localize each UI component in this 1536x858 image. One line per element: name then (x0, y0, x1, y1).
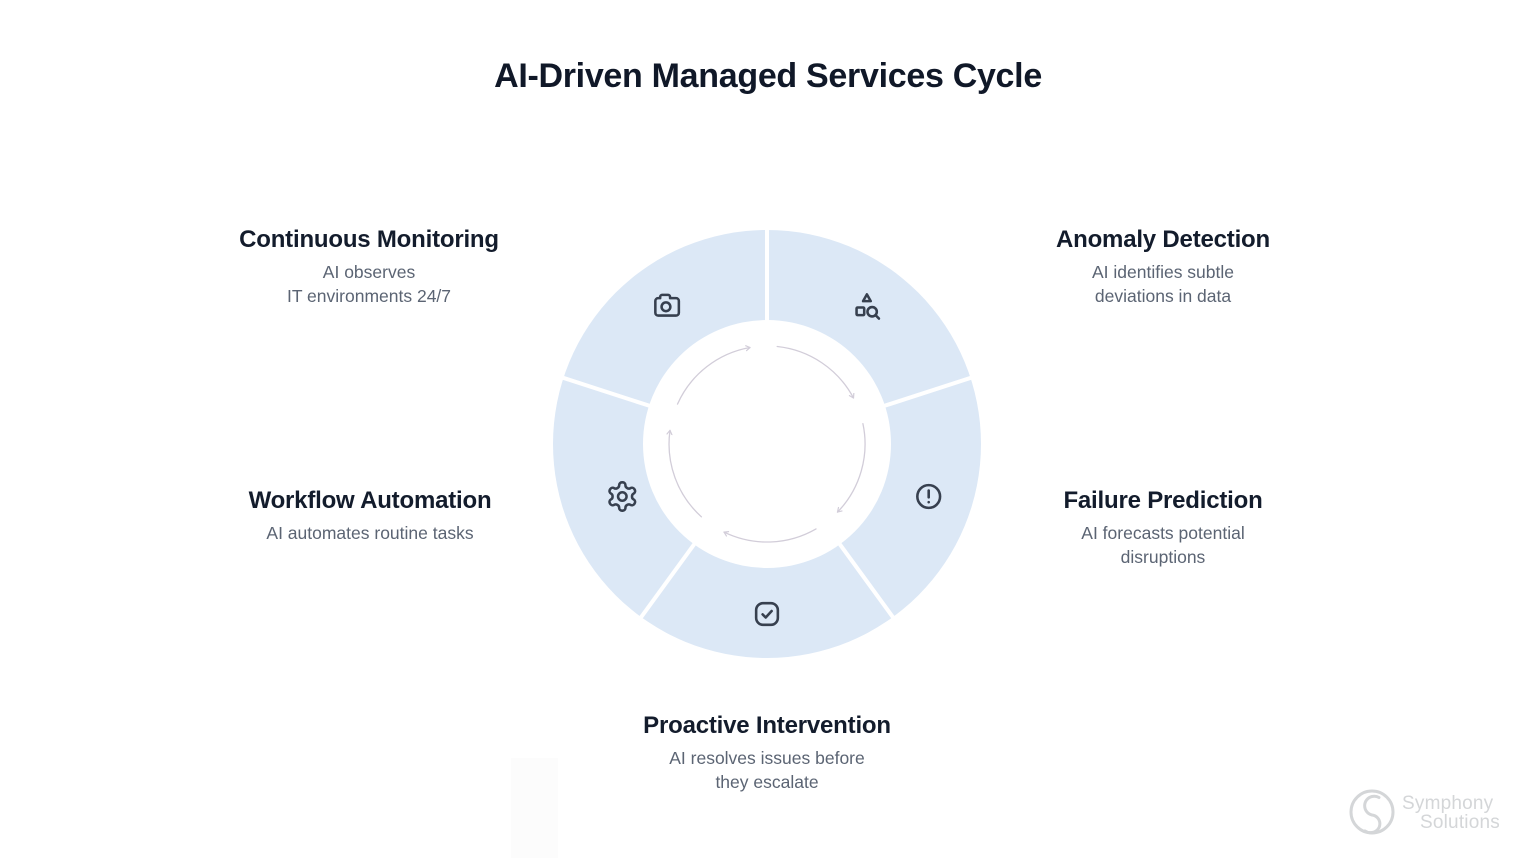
alert-circle-icon (916, 483, 942, 510)
background-artifact-band (511, 758, 558, 858)
step-description: AI automates routine tasks (266, 523, 474, 543)
watermark-text: Symphony Solutions (1402, 794, 1500, 832)
watermark-logo: Symphony Solutions (1346, 786, 1500, 838)
camera-icon (654, 293, 681, 317)
step-label-workflow-automation: Workflow Automation AI automates routine… (180, 487, 560, 545)
step-title: Workflow Automation (248, 487, 492, 514)
gear-icon (608, 481, 637, 512)
step-title: Failure Prediction (1063, 487, 1263, 514)
step-label-anomaly-detection: Anomaly Detection AI identifies subtle d… (973, 226, 1353, 308)
symphony-solutions-mark-icon (1349, 789, 1395, 835)
step-label-continuous-monitoring: Continuous Monitoring AI observes IT env… (179, 226, 559, 308)
step-title: Anomaly Detection (1056, 226, 1270, 253)
step-description: AI resolves issues before they escalate (669, 748, 865, 792)
donut-hole (643, 320, 891, 568)
check-square-icon (754, 601, 780, 627)
watermark-line1: Symphony (1402, 793, 1494, 814)
cycle-diagram (553, 228, 981, 658)
watermark-line2: Solutions (1420, 812, 1500, 833)
step-description: AI observes IT environments 24/7 (286, 262, 452, 306)
step-description: AI identifies subtle deviations in data (1091, 262, 1235, 306)
step-description: AI forecasts potential disruptions (1081, 523, 1245, 567)
step-title: Proactive Intervention (643, 712, 891, 739)
segment-dividers (560, 228, 974, 620)
step-label-proactive-intervention: Proactive Intervention AI resolves issue… (577, 712, 957, 794)
page-title: AI-Driven Managed Services Cycle (494, 57, 1042, 95)
cycle-arrows (669, 347, 866, 543)
shapes-search-icon (855, 293, 881, 320)
step-label-failure-prediction: Failure Prediction AI forecasts potentia… (973, 487, 1353, 569)
step-title: Continuous Monitoring (239, 226, 499, 253)
